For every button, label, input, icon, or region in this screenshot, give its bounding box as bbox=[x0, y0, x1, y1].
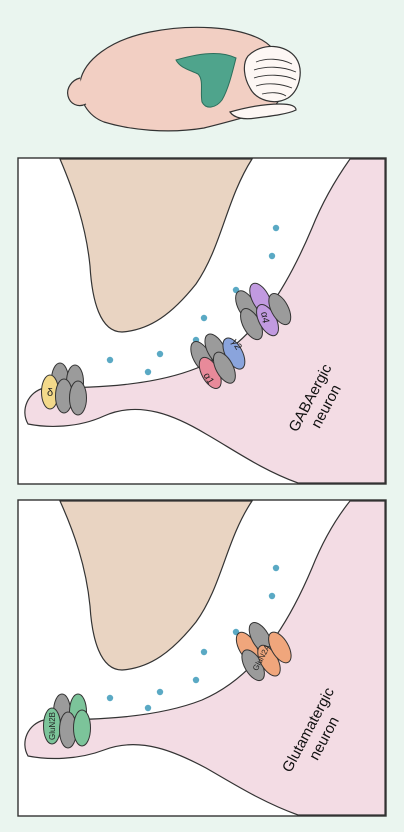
brain-illustration bbox=[68, 27, 301, 131]
neurotransmitter-dot bbox=[269, 593, 275, 599]
subunit-label-glun2b: GluN2B bbox=[48, 712, 57, 740]
neurotransmitter-dot bbox=[193, 677, 199, 683]
neurotransmitter-dot bbox=[201, 649, 207, 655]
panel-gaba: δ α1 γ2 α4 GABAergic neuron bbox=[18, 158, 386, 484]
neurotransmitter-dot bbox=[157, 351, 163, 357]
neurotransmitter-dot bbox=[145, 369, 151, 375]
subunit-label-delta: δ bbox=[47, 387, 53, 399]
neurotransmitter-dot bbox=[157, 689, 163, 695]
receptor-subunit bbox=[74, 710, 91, 746]
neurotransmitter-dot bbox=[269, 253, 275, 259]
panel-glutamate: GluN2B GluN2A Glutamatergic neuron bbox=[18, 500, 386, 816]
neurotransmitter-dot bbox=[145, 705, 151, 711]
neurotransmitter-dot bbox=[107, 357, 113, 363]
subunit-label-alpha4: α4 bbox=[258, 311, 271, 325]
neurotransmitter-dot bbox=[273, 565, 279, 571]
neurotransmitter-dot bbox=[107, 695, 113, 701]
neurotransmitter-dot bbox=[273, 225, 279, 231]
neurotransmitter-dot bbox=[201, 315, 207, 321]
receptor-subunit bbox=[70, 381, 87, 415]
